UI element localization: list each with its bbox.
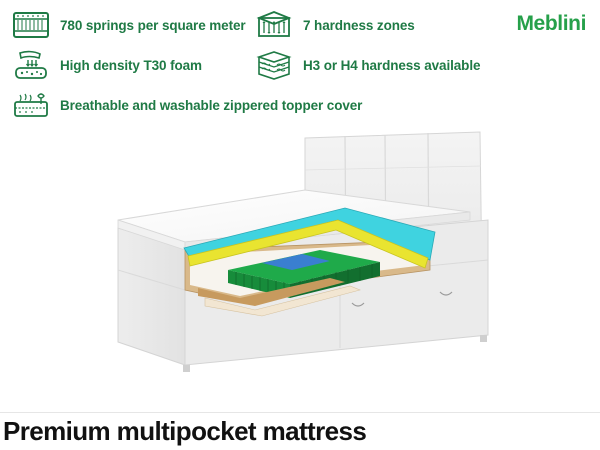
- springs-block-icon: [12, 10, 50, 40]
- mattress-cutaway: [183, 207, 436, 317]
- hardness-zones-icon: [255, 10, 293, 40]
- feature-list: 780 springs per square meter 7 hardness …: [0, 0, 600, 125]
- feature-hardness-zones-text: 7 hardness zones: [303, 17, 415, 33]
- product-title: Premium multipocket mattress: [3, 416, 367, 446]
- feature-topper-cover: Breathable and washable zippered topper …: [12, 90, 362, 120]
- feature-springs-text: 780 springs per square meter: [60, 17, 246, 33]
- hardness-layers-icon: [255, 50, 293, 80]
- feature-foam-text: High density T30 foam: [60, 57, 202, 73]
- feature-hardness-options-text: H3 or H4 hardness available: [303, 57, 481, 73]
- feature-topper-cover-text: Breathable and washable zippered topper …: [60, 97, 363, 113]
- brand-logo: Meblini: [516, 12, 586, 35]
- topper-cover-icon: [12, 90, 50, 120]
- foam-press-icon: [12, 50, 50, 80]
- feature-hardness-zones: 7 hardness zones: [255, 10, 415, 40]
- feature-foam: High density T30 foam: [12, 50, 202, 80]
- feature-hardness-options: H3 or H4 hardness available: [255, 50, 480, 80]
- bed-product-image: [0, 120, 600, 410]
- zipper-pull: [351, 291, 453, 307]
- feature-springs: 780 springs per square meter: [12, 10, 246, 40]
- bed-illustration: [117, 131, 489, 372]
- caption-bar: Premium multipocket mattress: [0, 412, 600, 450]
